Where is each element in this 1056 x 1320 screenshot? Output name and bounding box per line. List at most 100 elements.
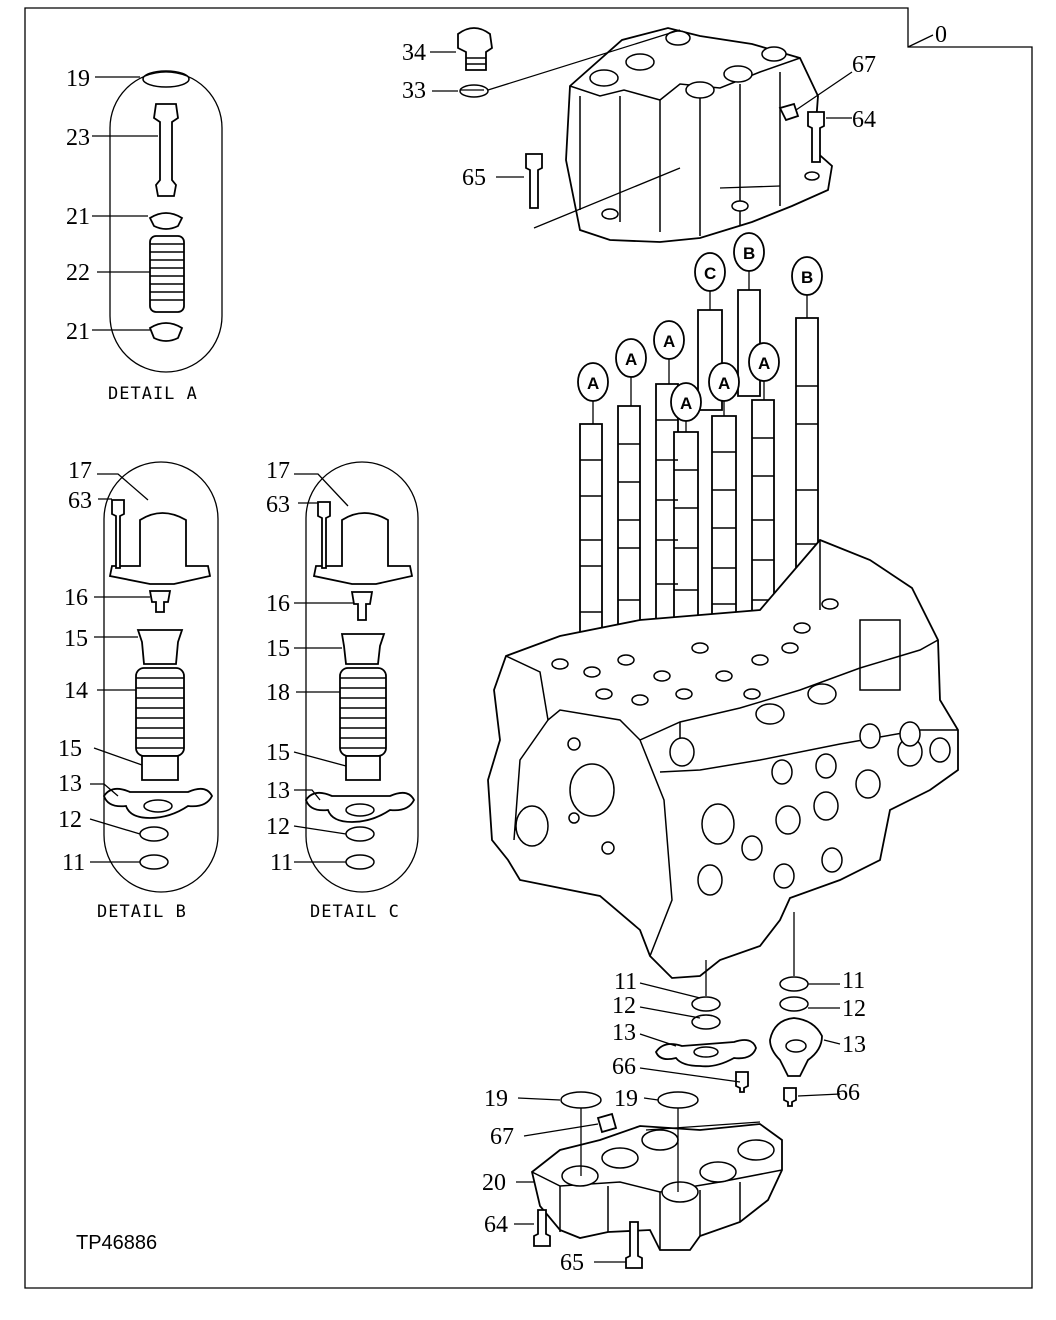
lower-right-part-12: 12 (842, 996, 866, 1022)
bubble-a1: A (577, 362, 609, 424)
bottom-cover-part-67: 67 (490, 1124, 514, 1150)
seal-12-c (345, 826, 375, 842)
bolt-64-top (807, 111, 825, 163)
oring-19 (142, 70, 190, 88)
seal-12-lower-right (779, 996, 809, 1012)
bolt-66-lower-right (783, 1087, 797, 1107)
drawing-border (24, 7, 1033, 1289)
detail-a-caption: DETAIL A (108, 384, 198, 404)
spool-a2 (617, 405, 641, 643)
valve-body (487, 538, 959, 979)
seat-15-b-upper (136, 629, 184, 665)
spool-b1 (737, 289, 761, 397)
seat-15-c-upper (340, 633, 386, 665)
detail-b-part-17: 17 (68, 458, 92, 484)
top-cover-part-34: 34 (402, 40, 426, 66)
plug-16-b (148, 590, 172, 613)
seat-15-b-lower (141, 755, 179, 781)
lower-right-part-66: 66 (836, 1080, 860, 1106)
detail-c-caption: DETAIL C (310, 902, 400, 922)
seal-12-b (139, 826, 169, 842)
lower-left-part-11: 11 (614, 969, 637, 995)
detail-a-part-19: 19 (66, 66, 90, 92)
svg-text:A: A (625, 350, 637, 369)
detail-b-part-15-upper: 15 (64, 626, 88, 652)
figure-id: TP46886 (76, 1232, 157, 1254)
detail-b-part-63: 63 (68, 488, 92, 514)
detail-a-capsule (109, 71, 223, 373)
detail-c-part-15-lower: 15 (266, 740, 290, 766)
bolt-63-c (317, 501, 331, 569)
detail-c-part-17: 17 (266, 458, 290, 484)
bottom-cover-group: 19 19 67 20 64 65 (482, 1086, 783, 1276)
detail-b-group: 17 63 16 15 14 15 13 12 11 DETAIL B (58, 458, 219, 922)
retainer-21-lower (148, 322, 184, 342)
detail-b-caption: DETAIL B (97, 902, 187, 922)
svg-text:B: B (743, 244, 755, 263)
bubble-c: C (694, 252, 726, 310)
retainer-21-upper (148, 212, 184, 230)
seat-15-c-lower (345, 755, 381, 781)
lower-left-part-13: 13 (612, 1020, 636, 1046)
oring-19-right (657, 1091, 699, 1109)
detail-a-part-23: 23 (66, 125, 90, 151)
bottom-cover-part-19-left: 19 (484, 1086, 508, 1112)
detail-c-part-18: 18 (266, 680, 290, 706)
lower-right-part-11: 11 (842, 968, 865, 994)
svg-text:A: A (758, 354, 770, 373)
lower-left-port-group: 11 12 13 66 (612, 960, 757, 1093)
spool-a5 (711, 415, 737, 645)
detail-b-part-15-lower: 15 (58, 736, 82, 762)
bubble-b1: B (733, 232, 765, 290)
detail-b-part-12: 12 (58, 807, 82, 833)
plug-67-top (778, 102, 800, 122)
bolt-65-bottom (625, 1221, 643, 1269)
top-cover-part-65: 65 (462, 165, 486, 191)
assembly-ref-label: 0 (935, 22, 947, 48)
lower-left-part-12: 12 (612, 993, 636, 1019)
spring-22 (149, 235, 185, 313)
detail-a-part-21-lower: 21 (66, 319, 90, 345)
bubble-a3: A (653, 320, 685, 384)
svg-text:B: B (801, 268, 813, 287)
detail-c-part-15-upper: 15 (266, 636, 290, 662)
spring-18 (339, 667, 387, 757)
detail-c-group: 17 63 16 15 18 15 13 12 11 DETAIL C (266, 458, 419, 922)
oring-11-b (139, 854, 169, 870)
detail-b-part-14: 14 (64, 678, 88, 704)
lower-right-port-group: 11 12 13 66 (769, 912, 866, 1107)
oring-11-lower-left (691, 996, 721, 1012)
detail-a-part-22: 22 (66, 260, 90, 286)
svg-text:A: A (718, 374, 730, 393)
detail-c-part-63: 63 (266, 492, 290, 518)
bubble-a5: A (708, 362, 740, 416)
svg-text:A: A (663, 332, 675, 351)
spools-group: A A A A A A A B C B (577, 232, 1012, 1004)
top-cover-group: 34 33 67 64 65 (402, 27, 876, 243)
detail-c-part-16: 16 (266, 591, 290, 617)
bolt-66-lower-left (735, 1071, 749, 1093)
detail-b-capsule (103, 461, 219, 893)
bottom-cover-part-65: 65 (560, 1250, 584, 1276)
bubble-a7: A (1000, 985, 1012, 1004)
top-cover-body (565, 27, 833, 243)
svg-text:C: C (704, 264, 716, 283)
bubble-a4: A (670, 382, 702, 432)
svg-text:A: A (680, 394, 692, 413)
detail-b-part-16: 16 (64, 585, 88, 611)
bolt-65-top (525, 153, 543, 209)
spring-14 (135, 667, 185, 757)
seal-12-lower-left (691, 1014, 721, 1030)
detail-c-part-13: 13 (266, 778, 290, 804)
plug-16-c (350, 591, 374, 621)
bolt-63-b (111, 499, 125, 569)
lower-right-part-13: 13 (842, 1032, 866, 1058)
cap-17-b (108, 512, 212, 585)
bubble-a6: A (748, 342, 780, 400)
oring-11-lower-right (779, 976, 809, 992)
bottom-cover-part-20: 20 (482, 1170, 506, 1196)
bolt-64-bottom (533, 1209, 551, 1247)
bubble-b2: B (791, 256, 823, 318)
detail-a-part-21-upper: 21 (66, 204, 90, 230)
